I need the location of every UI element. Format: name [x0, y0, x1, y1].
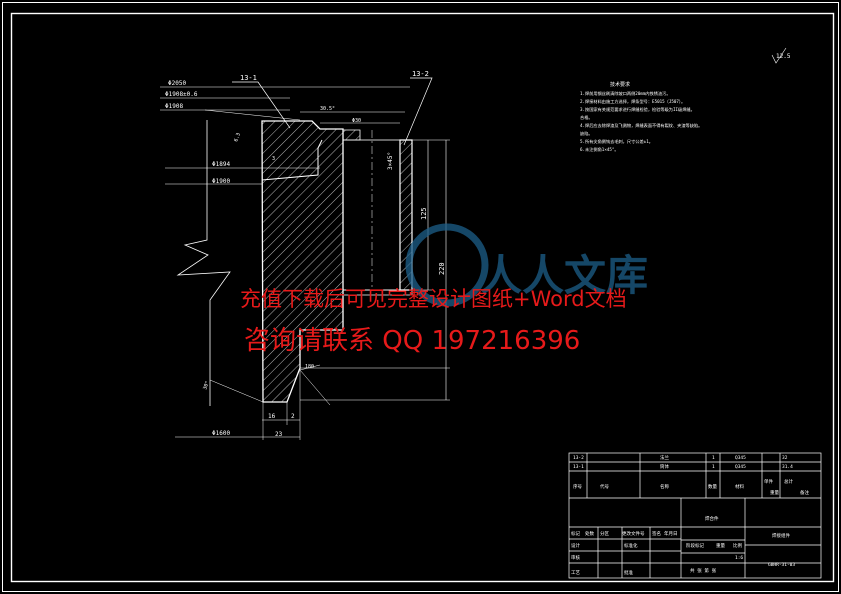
tb-unit-label: 焊合件 [705, 515, 719, 522]
logo-circle-icon [405, 223, 489, 307]
tb-header-no: 序号 [573, 483, 582, 490]
dim-180 [299, 364, 321, 371]
tb-row2-mat: Q345 [735, 464, 746, 470]
dim-d5-text: Φ1900 [212, 178, 230, 185]
tb-label-count: 处数 [585, 530, 594, 537]
dim-w2-text: 2 [291, 413, 295, 420]
tb-row1-mat: Q345 [735, 455, 746, 461]
tb-label-std: 标准化 [624, 542, 638, 549]
leader-13-1 [232, 81, 291, 129]
leader-13-2 [403, 77, 433, 146]
tb-label-date: 年月日 [664, 530, 678, 537]
tb-label-scale: 比例 [733, 542, 742, 549]
dim-w5-text: 3 [272, 156, 275, 162]
watermark-logo: 人人文库 [405, 223, 648, 307]
watermark-line-1: 充值下载后可见完整设计图纸+Word文档 [240, 287, 627, 311]
dim-w3-text: 23 [275, 431, 283, 438]
tb-row1-qty: 1 [712, 455, 715, 461]
tech-req-lines: 1.焊前用钢丝刷清除坡口两侧20mm内铁锈油污。 2.焊接材料由施工方选择，焊条… [580, 90, 702, 153]
tb-header-qty: 数量 [708, 483, 717, 490]
tech-req-line: 6.未注倒角1×45°。 [580, 146, 619, 153]
label-13-1: 13-1 [240, 74, 257, 82]
tech-req-line: 合格。 [580, 114, 593, 121]
title-block-text: 13-2 法兰 1 Q345 32 13-1 筒体 1 Q345 31.4 序号… [571, 454, 809, 576]
dim-d7-text: Φ30 [352, 118, 361, 124]
tech-req-line: 3.按国家有关规范要求进行焊缝检验，检验等级为II级焊缝。 [580, 106, 695, 113]
dim-d2-text: Φ1908±0.6 [165, 91, 198, 98]
tb-label-zone: 分区 [600, 530, 609, 537]
tb-label-process: 工艺 [571, 570, 580, 576]
weld-fillet [342, 129, 361, 141]
title-block [568, 452, 822, 579]
dim-angle3-text: 6.3 [233, 132, 242, 143]
tb-label-stage: 阶段标记 [686, 542, 704, 549]
dim-angle-r [299, 369, 331, 406]
tb-label-review: 审核 [571, 554, 580, 561]
tb-header-code: 代号 [600, 483, 609, 490]
tb-drawing-name: 焊接组件 [772, 532, 790, 539]
tb-row2-wt: 31.4 [782, 464, 793, 470]
watermark-line-2: 咨询请联系 QQ 197216396 [244, 326, 581, 356]
tb-row1-no: 13-2 [573, 455, 584, 461]
tb-row2-no: 13-1 [573, 464, 584, 470]
logo-text: 人人文库 [480, 251, 648, 300]
tb-header-weight: 重量 [770, 489, 779, 496]
dim-d1-text: Φ2050 [168, 80, 186, 87]
tech-req-line: 4.焊后应去除焊渣及飞溅物，焊缝表面不得有裂纹、夹渣等缺陷。 [580, 122, 702, 129]
tech-req-title: 技术要求 [610, 81, 630, 88]
label-13-2: 13-2 [412, 70, 429, 78]
break-line [176, 120, 231, 406]
weld-bead [261, 139, 323, 181]
dim-angle1-text: 30.5° [320, 106, 335, 112]
dim-h2-text: 220 [438, 262, 446, 275]
tb-drawing-no: GBHR-31-03 [768, 562, 795, 568]
dim-ext-1 [204, 109, 301, 121]
tb-label-mark: 标记 [571, 530, 580, 537]
tb-row1-name: 法兰 [660, 454, 669, 461]
tb-header-mat: 材料 [735, 483, 744, 490]
tb-label-approve: 批准 [624, 569, 633, 576]
tb-label-change: 更改文件号 [622, 530, 645, 537]
tb-header-remark: 备注 [800, 489, 809, 496]
dim-w1-text: 16 [268, 413, 276, 420]
dim-w4-text: 180 [305, 364, 314, 370]
tb-scale: 1:6 [735, 555, 743, 561]
inner-border [10, 12, 835, 583]
dim-d4-text: Φ1894 [212, 161, 230, 168]
dim-chamfer-text: 3×45° [387, 152, 394, 170]
weld-lower [342, 289, 413, 296]
tb-label-design: 设计 [571, 542, 580, 549]
tech-req-line: 1.焊前用钢丝刷清除坡口两侧20mm内铁锈油污。 [580, 90, 671, 97]
dim-h1-text: 125 [420, 207, 428, 220]
dim-angle2-text: 30° [202, 380, 211, 391]
dim-d6-text: Φ1600 [212, 430, 230, 437]
tb-header-total: 总计 [784, 478, 793, 485]
tech-req-line: 缺陷。 [580, 130, 593, 137]
dim-angle-l [209, 379, 264, 403]
tb-row2-name: 筒体 [660, 463, 669, 470]
section-13-1 [261, 120, 344, 403]
tech-req-line: 2.焊接材料由施工方选择，焊条型号：E5015（J507）。 [580, 98, 685, 105]
roughness-text: 12.5 [776, 53, 791, 60]
roughness-symbol [771, 47, 787, 64]
tb-label-sign: 签名 [652, 530, 661, 537]
tech-req-line: 5.所有尖角倒钝去毛刺，尺寸公差±1。 [580, 138, 653, 145]
tb-row2-qty: 1 [712, 464, 715, 470]
tb-header-name: 名称 [660, 483, 669, 490]
dim-d3-text: Φ1908 [165, 103, 183, 110]
tb-row1-wt: 32 [782, 455, 788, 461]
tb-sheet: 共 张 第 张 [690, 567, 717, 574]
tb-label-weight: 重量 [716, 542, 725, 549]
tb-header-unit: 单件 [764, 478, 773, 485]
